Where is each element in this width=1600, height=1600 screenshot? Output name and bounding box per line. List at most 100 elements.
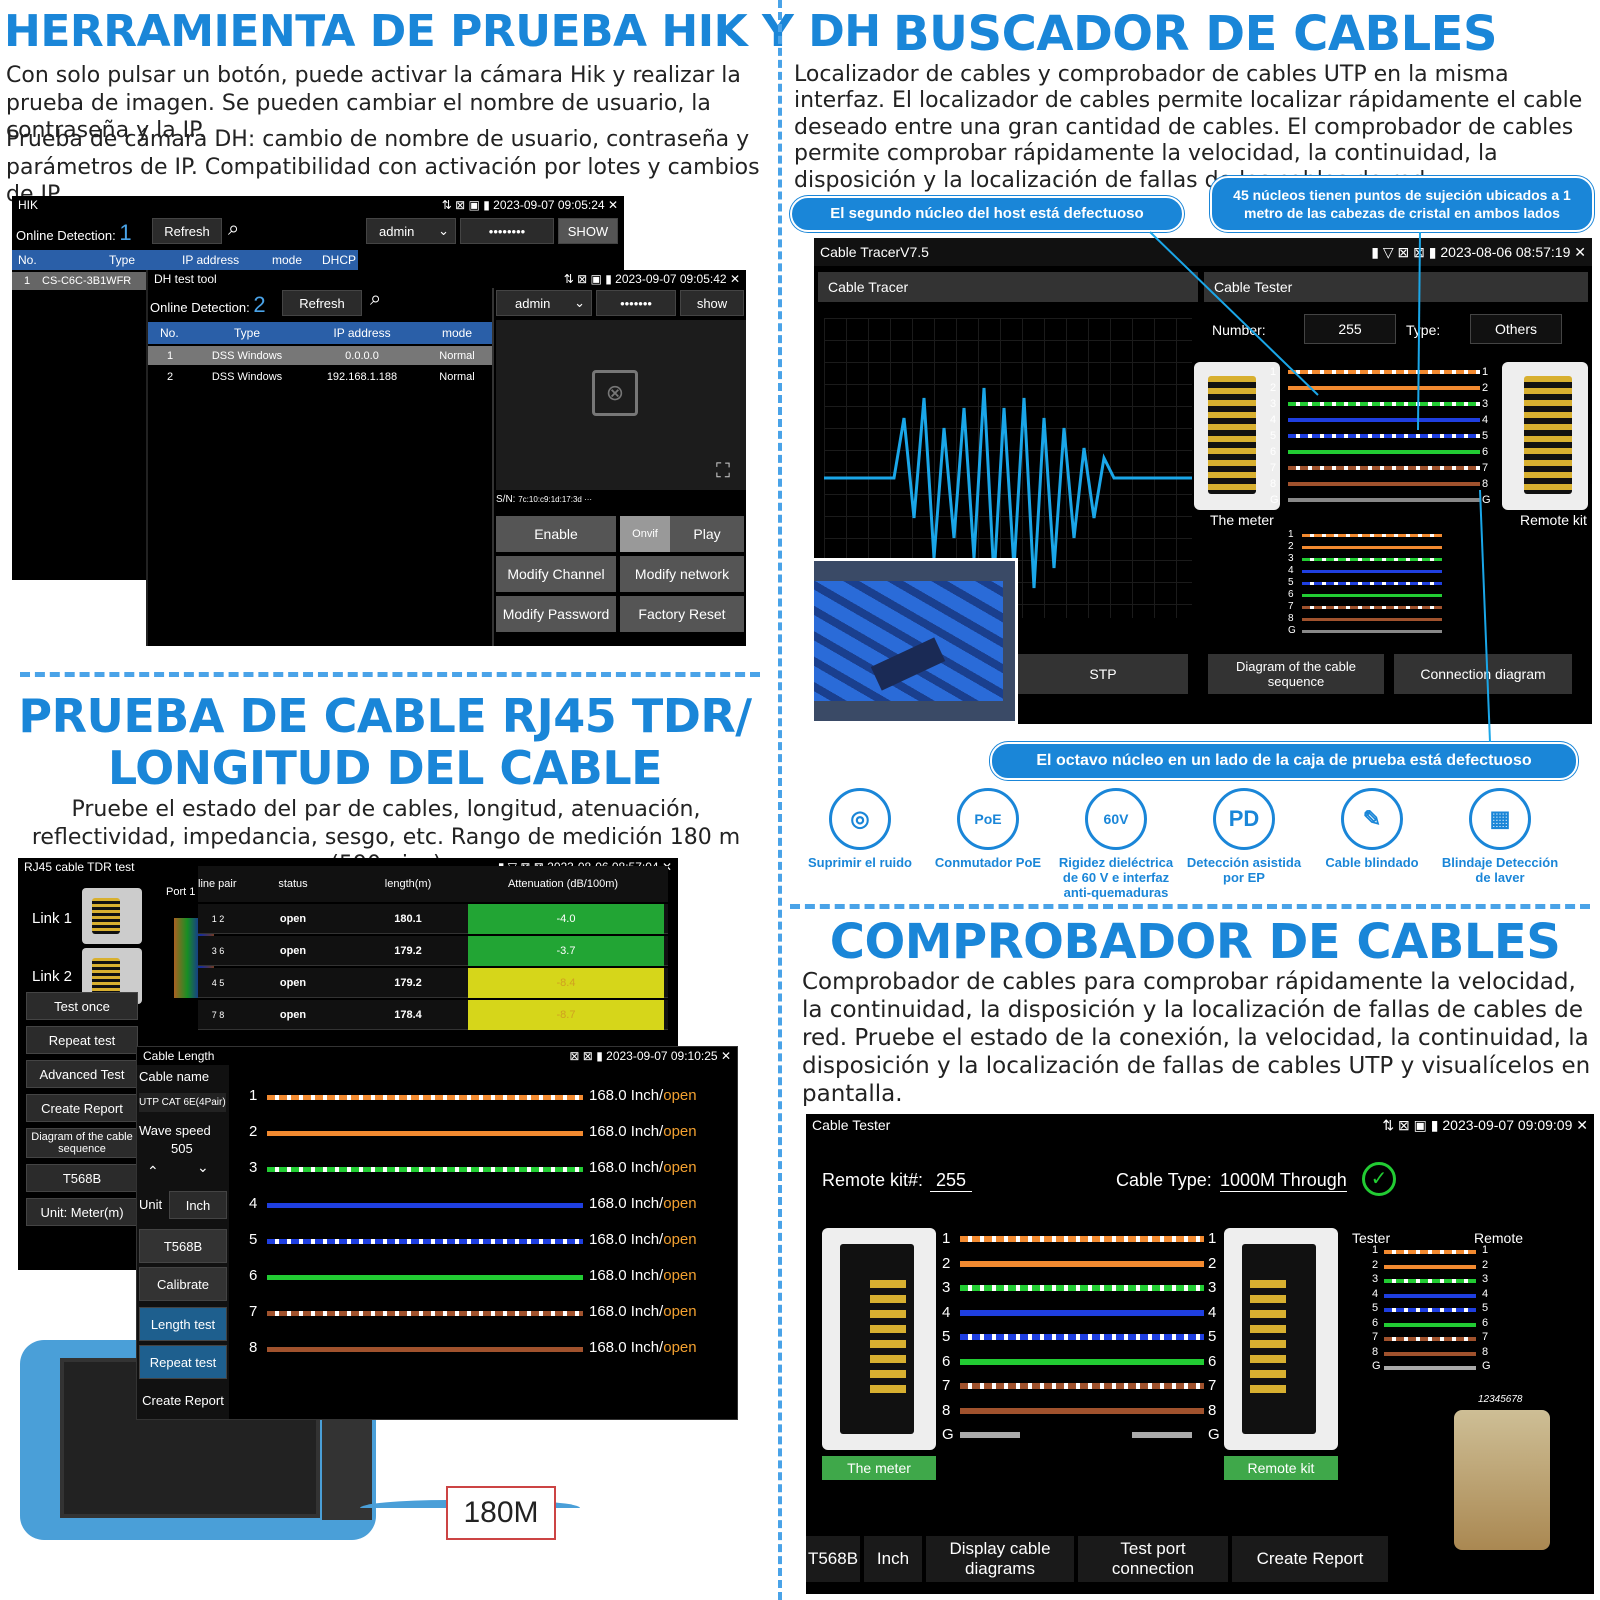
password-field[interactable]: ••••••••	[460, 218, 554, 244]
username-select[interactable]: admin⌄	[496, 290, 592, 316]
test-port-button[interactable]: Test port connection	[1078, 1536, 1228, 1582]
remote-kit-value[interactable]: 255	[930, 1170, 973, 1192]
show-button[interactable]: SHOW	[558, 218, 618, 244]
close-icon[interactable]: ✕	[720, 1049, 731, 1063]
type-field[interactable]: Others	[1470, 314, 1562, 344]
advanced-test-button[interactable]: Advanced Test	[26, 1060, 138, 1088]
cable-sequence-button[interactable]: Diagram of the cable sequence	[26, 1128, 138, 1158]
tracer-title: BUSCADOR DE CABLES	[892, 6, 1498, 62]
wave-speed-label: Wave speed	[139, 1123, 211, 1138]
search-icon[interactable]: ⌕	[228, 218, 240, 240]
inch-button[interactable]: Inch	[864, 1536, 922, 1582]
create-report-button[interactable]: Create Report	[26, 1094, 138, 1122]
unit-button[interactable]: Unit: Meter(m)	[26, 1198, 138, 1226]
pin-number: 8	[1482, 478, 1489, 490]
length-test-button[interactable]: Length test	[139, 1307, 227, 1341]
enable-button[interactable]: Enable	[496, 516, 616, 552]
fullscreen-icon[interactable]: ⛶	[716, 460, 730, 482]
factory-reset-button[interactable]: Factory Reset	[620, 596, 744, 632]
t568b-button[interactable]: T568B	[26, 1164, 138, 1192]
repeat-test-button[interactable]: Repeat test	[139, 1345, 227, 1379]
callout-host-defect: El segundo núcleo del host está defectuo…	[790, 196, 1184, 232]
search-icon[interactable]: ⌕	[370, 288, 382, 310]
hik-desc-2: Prueba de cámara DH: cambio de nombre de…	[6, 127, 760, 207]
t568b-button[interactable]: T568B	[806, 1536, 860, 1582]
feature-item: ✎Cable blindado	[1312, 788, 1432, 871]
plug-pin-label: 12345678	[1478, 1394, 1523, 1405]
password-field[interactable]: •••••••	[596, 290, 676, 316]
pin-number: 8	[1208, 1401, 1217, 1419]
play-button[interactable]: Play	[670, 516, 744, 552]
refresh-button[interactable]: Refresh	[282, 290, 362, 316]
wire-line	[267, 1347, 583, 1352]
tdr-desc: Pruebe el estado del par de cables, long…	[31, 797, 741, 877]
pin-number: 2	[1372, 1258, 1379, 1271]
tab-cable-tester[interactable]: Cable Tester	[1204, 272, 1588, 302]
close-icon[interactable]: ✕	[607, 198, 618, 212]
shield-60v-icon: 60V	[1085, 788, 1147, 850]
video-preview: ⊗ ⛶	[496, 320, 746, 490]
wire-line	[960, 1334, 1204, 1340]
t568b-button[interactable]: T568B	[139, 1229, 227, 1263]
create-report-button[interactable]: Create Report	[139, 1383, 227, 1417]
tab-cable-tracer[interactable]: Cable Tracer	[818, 272, 1198, 302]
feature-label: Blindaje Detección de laver	[1441, 855, 1559, 885]
number-field[interactable]: 255	[1304, 314, 1396, 344]
attenuation-cell: -8.7	[468, 999, 664, 1030]
tdr-title: PRUEBA DE CABLE RJ45 TDR/LONGITUD DEL CA…	[18, 689, 752, 795]
close-icon[interactable]: ✕	[1574, 243, 1586, 260]
pin-number: 2	[1208, 1254, 1217, 1272]
pin-number: 3	[1482, 398, 1489, 410]
remote-header: Remote	[1474, 1230, 1524, 1246]
pin-number: 1	[1482, 366, 1489, 378]
pin-number: 8	[1288, 613, 1294, 624]
remote-label: Remote kit	[1520, 512, 1587, 528]
hik-app-name: HIK	[18, 198, 39, 212]
wire-line	[960, 1285, 1204, 1291]
chevron-down-icon[interactable]: ⌄	[197, 1159, 209, 1175]
wire-line	[1302, 558, 1442, 561]
pin-number: 5	[1482, 430, 1489, 442]
repeat-test-button[interactable]: Repeat test	[26, 1026, 138, 1054]
stp-button[interactable]: STP	[1018, 654, 1188, 694]
username-select[interactable]: admin⌄	[366, 218, 456, 244]
cable-type-value[interactable]: 1000M Through	[1220, 1170, 1347, 1192]
wire-line	[1288, 418, 1480, 422]
wave-speed-value[interactable]: 505	[171, 1141, 193, 1156]
pin-number: 8	[942, 1401, 951, 1419]
pin-number: 7	[1270, 462, 1277, 474]
calibrate-button[interactable]: Calibrate	[139, 1267, 227, 1301]
pin-number: 3	[1208, 1279, 1217, 1296]
pd-icon: PD	[1213, 788, 1275, 850]
modify-channel-button[interactable]: Modify Channel	[496, 556, 616, 592]
wire-line	[1302, 630, 1442, 633]
cable-sequence-button[interactable]: Diagram of the cable sequence	[1208, 654, 1384, 694]
close-icon[interactable]: ✕	[1576, 1116, 1588, 1133]
pin-number: 7	[1208, 1377, 1217, 1394]
wire-line	[1384, 1351, 1476, 1356]
port1-icon	[82, 888, 142, 944]
tracer-desc: Localizador de cables y comprobador de c…	[794, 62, 1583, 193]
cable-length-screen: Cable Length⊠ ⊠ ▮ 2023-09-07 09:10:25 ✕ …	[136, 1046, 738, 1420]
chevron-up-icon[interactable]: ⌃	[147, 1163, 159, 1179]
modify-network-button[interactable]: Modify network	[620, 556, 744, 592]
pin-number: 2	[942, 1254, 951, 1272]
cable-name-value[interactable]: UTP CAT 6E(4Pair)	[139, 1093, 226, 1112]
pin-number: 7	[942, 1377, 951, 1394]
onvif-select[interactable]: Onvif	[620, 516, 670, 552]
unit-select[interactable]: Inch	[169, 1191, 227, 1219]
link2-label: Link 2	[32, 968, 73, 985]
test-once-button[interactable]: Test once	[26, 992, 138, 1020]
refresh-button[interactable]: Refresh	[152, 218, 222, 244]
display-diagrams-button[interactable]: Display cable diagrams	[926, 1536, 1074, 1582]
modify-password-button[interactable]: Modify Password	[496, 596, 616, 632]
wire-line	[267, 1167, 583, 1172]
noise-icon: ◎	[829, 788, 891, 850]
show-button[interactable]: show	[680, 290, 744, 316]
create-report-button[interactable]: Create Report	[1232, 1536, 1388, 1582]
connection-diagram-button[interactable]: Connection diagram	[1394, 654, 1572, 694]
close-icon[interactable]: ✕	[729, 272, 740, 286]
